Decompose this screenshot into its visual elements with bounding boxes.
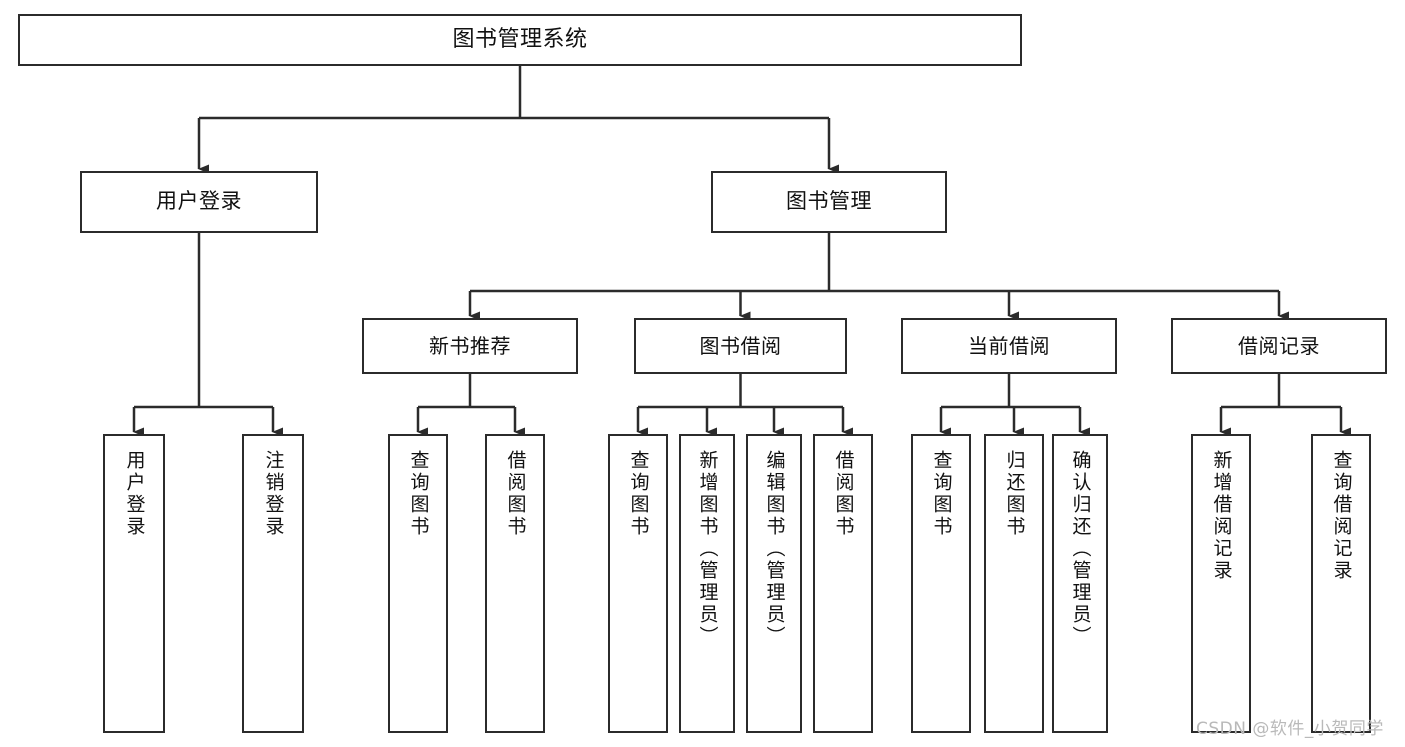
node-leaf-b-query: 查询图书 (608, 434, 668, 733)
node-l2-new-book: 新书推荐 (362, 318, 578, 374)
node-leaf-c-return: 归还图书 (984, 434, 1044, 733)
node-leaf-new-borrow: 借阅图书 (485, 434, 545, 733)
node-l2-record: 借阅记录 (1171, 318, 1387, 374)
node-label: 图书借阅 (699, 333, 782, 358)
node-l2-current: 当前借阅 (901, 318, 1117, 374)
node-label: 编辑图书（管理员） (763, 450, 786, 648)
node-leaf-b-add: 新增图书（管理员） (679, 434, 735, 733)
node-label: 查询图书 (627, 450, 650, 538)
node-label: 借阅记录 (1238, 333, 1320, 358)
node-label: 当前借阅 (968, 333, 1050, 358)
node-label: 图书管理系统 (452, 26, 588, 52)
node-leaf-c-query: 查询图书 (911, 434, 971, 733)
node-label: 图书管理 (786, 189, 872, 214)
node-root: 图书管理系统 (18, 14, 1022, 66)
node-l1-book-manage: 图书管理 (711, 171, 947, 233)
node-label: 新书推荐 (429, 333, 511, 358)
node-label: 查询图书 (407, 450, 430, 538)
node-leaf-b-borrow: 借阅图书 (813, 434, 873, 733)
node-l2-borrow: 图书借阅 (634, 318, 847, 374)
node-leaf-r-add: 新增借阅记录 (1191, 434, 1251, 733)
node-leaf-c-confirm: 确认归还（管理员） (1052, 434, 1108, 733)
node-leaf-user-login: 用户登录 (103, 434, 165, 733)
node-label: 查询借阅记录 (1330, 450, 1353, 582)
csdn-watermark: CSDN @软件_小贺同学 (1196, 719, 1384, 739)
node-label: 用户登录 (123, 450, 146, 538)
node-label: 确认归还（管理员） (1069, 450, 1092, 648)
node-label: 查询图书 (930, 450, 953, 538)
node-leaf-b-edit: 编辑图书（管理员） (746, 434, 802, 733)
node-leaf-new-query: 查询图书 (388, 434, 448, 733)
node-leaf-r-query: 查询借阅记录 (1311, 434, 1371, 733)
node-label: 用户登录 (156, 189, 242, 214)
node-label: 新增借阅记录 (1210, 450, 1233, 582)
node-label: 归还图书 (1003, 450, 1026, 538)
node-l1-user-login: 用户登录 (80, 171, 318, 233)
node-label: 注销登录 (262, 450, 285, 538)
node-leaf-user-logout: 注销登录 (242, 434, 304, 733)
node-label: 借阅图书 (504, 450, 527, 538)
node-label: 借阅图书 (832, 450, 855, 538)
node-label: 新增图书（管理员） (696, 450, 719, 648)
